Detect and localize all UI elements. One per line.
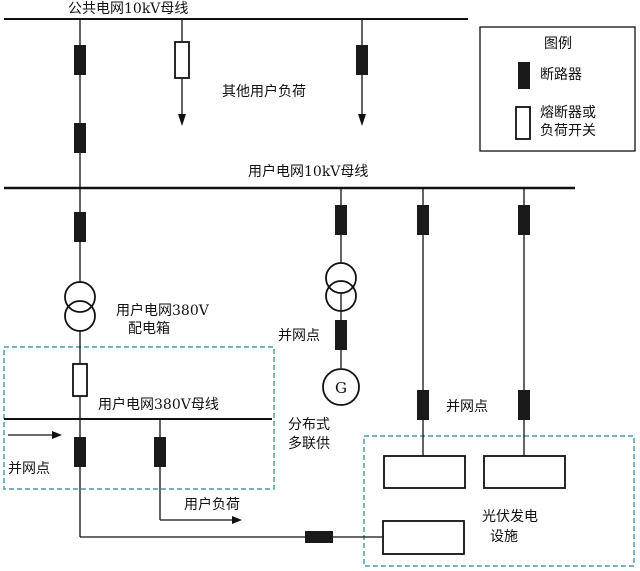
distribution-box-label-line1: 用户电网380V bbox=[116, 303, 209, 319]
user-load-label: 用户负荷 bbox=[184, 497, 240, 513]
user-load-arrow-head bbox=[232, 516, 242, 524]
fuse-380v-incoming bbox=[72, 363, 88, 397]
pv-array-box-2 bbox=[483, 455, 566, 489]
pv-array-box-1 bbox=[383, 455, 466, 489]
bus-380v-label: 用户电网380V母线 bbox=[98, 397, 219, 413]
breaker-grid-point-left bbox=[74, 437, 86, 467]
legend-fuse-symbol bbox=[515, 106, 531, 140]
legend-breaker-label: 断路器 bbox=[540, 67, 582, 83]
legend-box bbox=[479, 26, 636, 152]
breaker-user-load bbox=[154, 437, 166, 467]
pv-array-box-3 bbox=[382, 520, 465, 555]
breaker-pv-380v-feed bbox=[305, 531, 333, 543]
generator-circle bbox=[322, 368, 360, 406]
breaker-pv-10kv-2 bbox=[518, 205, 530, 235]
other-load-arrow-2 bbox=[358, 114, 366, 126]
other-users-load-label: 其他用户负荷 bbox=[222, 84, 306, 100]
other-load-arrow-1 bbox=[178, 114, 186, 126]
breaker-chp-grid-point bbox=[335, 320, 347, 350]
chp-label-line1: 分布式 bbox=[288, 417, 330, 433]
legend-breaker-symbol bbox=[518, 62, 530, 89]
transformer-main-coil-bottom bbox=[64, 300, 96, 332]
breaker-pv-grid-point-2 bbox=[518, 390, 530, 420]
breaker-pv-10kv-1 bbox=[417, 205, 429, 235]
pv-facility-label-line2: 设施 bbox=[490, 529, 518, 545]
legend-fuse-label-line1: 熔断器或 bbox=[540, 105, 596, 121]
breaker-chp-10kv bbox=[335, 205, 347, 235]
generator-symbol: G bbox=[335, 379, 347, 397]
grid-point-left-label: 并网点 bbox=[8, 461, 50, 477]
chp-label-line2: 多联供 bbox=[288, 436, 330, 452]
breaker-user-incoming bbox=[74, 123, 86, 153]
breaker-transformer-primary bbox=[74, 212, 86, 242]
public-10kv-bus-label: 公共电网10kV母线 bbox=[68, 1, 189, 17]
grid-point-arrow-head bbox=[52, 431, 62, 439]
transformer-chp-coil-bottom bbox=[325, 280, 357, 312]
legend-title: 图例 bbox=[544, 36, 572, 52]
grid-point-pv-label: 并网点 bbox=[446, 399, 488, 415]
user-10kv-bus-label: 用户电网10kV母线 bbox=[248, 164, 369, 180]
pv-facility-label-line1: 光伏发电 bbox=[482, 509, 538, 525]
transformer-main-coil-top bbox=[64, 281, 96, 313]
breaker-other-load-2 bbox=[356, 45, 368, 75]
fuse-other-load-1 bbox=[174, 41, 190, 79]
transformer-chp-coil-top bbox=[325, 262, 357, 294]
breaker-pv-grid-point-1 bbox=[417, 390, 429, 420]
distribution-box-label-line2: 配电箱 bbox=[128, 321, 170, 337]
legend-fuse-label-line2: 负荷开关 bbox=[540, 123, 596, 139]
breaker-public-feeder bbox=[74, 45, 86, 75]
grid-point-chp-label: 并网点 bbox=[278, 328, 320, 344]
